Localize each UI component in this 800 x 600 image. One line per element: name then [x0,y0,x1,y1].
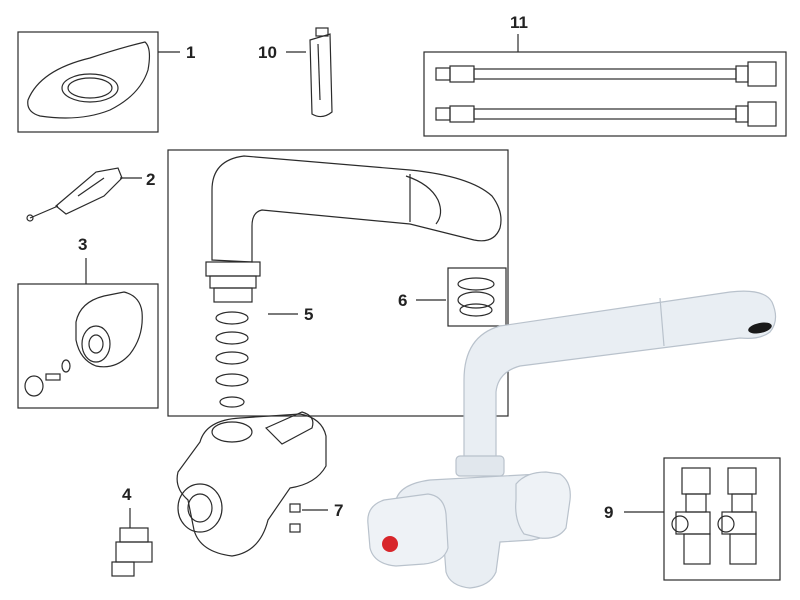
part-11-flexible-hoses: 11 [423,13,787,137]
callout-9: 9 [604,503,613,522]
callout-4: 4 [122,485,132,504]
callout-6: 6 [398,291,407,310]
assembled-tap [367,290,777,589]
part-2-tool: 2 [26,167,155,222]
part-1-base-plate: 1 [17,31,195,133]
tap-body-exploded [176,411,327,557]
hot-indicator-icon [382,536,398,552]
callout-10: 10 [258,43,277,62]
callout-2: 2 [146,170,155,189]
part-3-handle-kit: 3 [17,235,159,409]
callout-7: 7 [334,501,343,520]
part-10-grease-tube: 10 [258,27,333,118]
callout-11: 11 [510,13,528,32]
callout-3: 3 [78,235,87,254]
part-9-isolating-valves: 9 [604,457,781,581]
callout-1: 1 [186,43,195,62]
part-7-grub-screws: 7 [289,501,343,533]
callout-5: 5 [304,305,313,324]
part-6-aerator: 6 [398,267,507,327]
part-4-cartridge: 4 [111,485,153,577]
